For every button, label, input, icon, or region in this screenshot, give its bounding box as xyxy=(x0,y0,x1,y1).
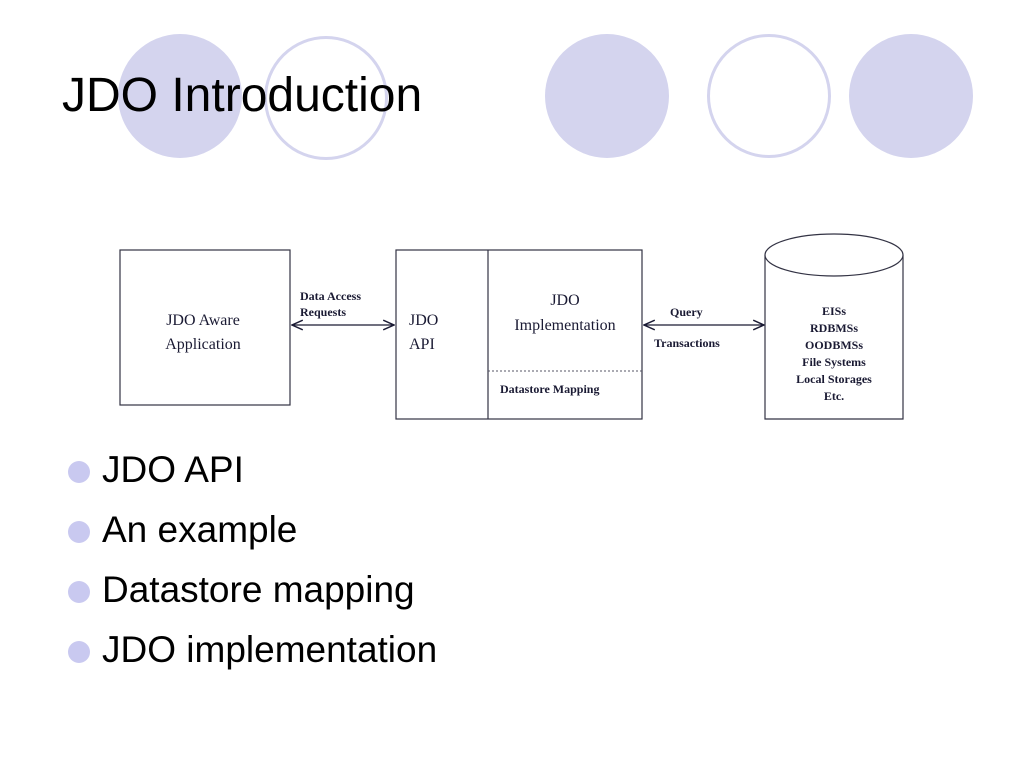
store-item-4: File Systems xyxy=(802,355,866,369)
data-access-label-line2: Requests xyxy=(300,305,346,319)
app-label-line2: Application xyxy=(165,336,241,353)
api-label-line2: API xyxy=(409,336,435,353)
store-item-1: EISs xyxy=(822,304,846,318)
decor-circle-filled-1 xyxy=(118,34,242,158)
bullet-dot-icon xyxy=(68,641,90,663)
bullet-text: JDO API xyxy=(102,449,244,490)
store-item-2: RDBMSs xyxy=(810,321,858,335)
slide-title: JDO Introduction xyxy=(62,69,423,122)
bullet-dot-icon xyxy=(68,521,90,543)
decor-circle-ring-2 xyxy=(707,34,831,158)
query-label: Query xyxy=(670,305,703,319)
app-box xyxy=(119,249,291,406)
datastore-cylinder-body xyxy=(764,255,904,420)
jdo-box xyxy=(395,249,643,420)
impl-label-line1: JDO xyxy=(550,292,579,309)
bullet-text: JDO implementation xyxy=(102,629,438,670)
impl-label-line2: Implementation xyxy=(514,317,615,334)
app-label-line1: JDO Aware xyxy=(166,312,240,329)
bullet-text: An example xyxy=(102,509,298,550)
datastore-mapping-label: Datastore Mapping xyxy=(500,382,599,396)
decor-circle-filled-2 xyxy=(545,34,669,158)
data-access-label-line1: Data Access xyxy=(300,289,361,303)
store-item-3: OODBMSs xyxy=(805,338,863,352)
api-label-line1: JDO xyxy=(409,312,438,329)
bullet-dot-icon xyxy=(68,461,90,483)
bullet-text: Datastore mapping xyxy=(102,569,415,610)
decor-circle-ring-1 xyxy=(264,36,388,160)
transactions-label: Transactions xyxy=(654,336,720,350)
store-item-5: Local Storages xyxy=(796,372,872,386)
decor-circle-filled-3 xyxy=(849,34,973,158)
datastore-cylinder-top xyxy=(764,233,904,277)
bullet-dot-icon xyxy=(68,581,90,603)
store-item-6: Etc. xyxy=(824,389,844,403)
